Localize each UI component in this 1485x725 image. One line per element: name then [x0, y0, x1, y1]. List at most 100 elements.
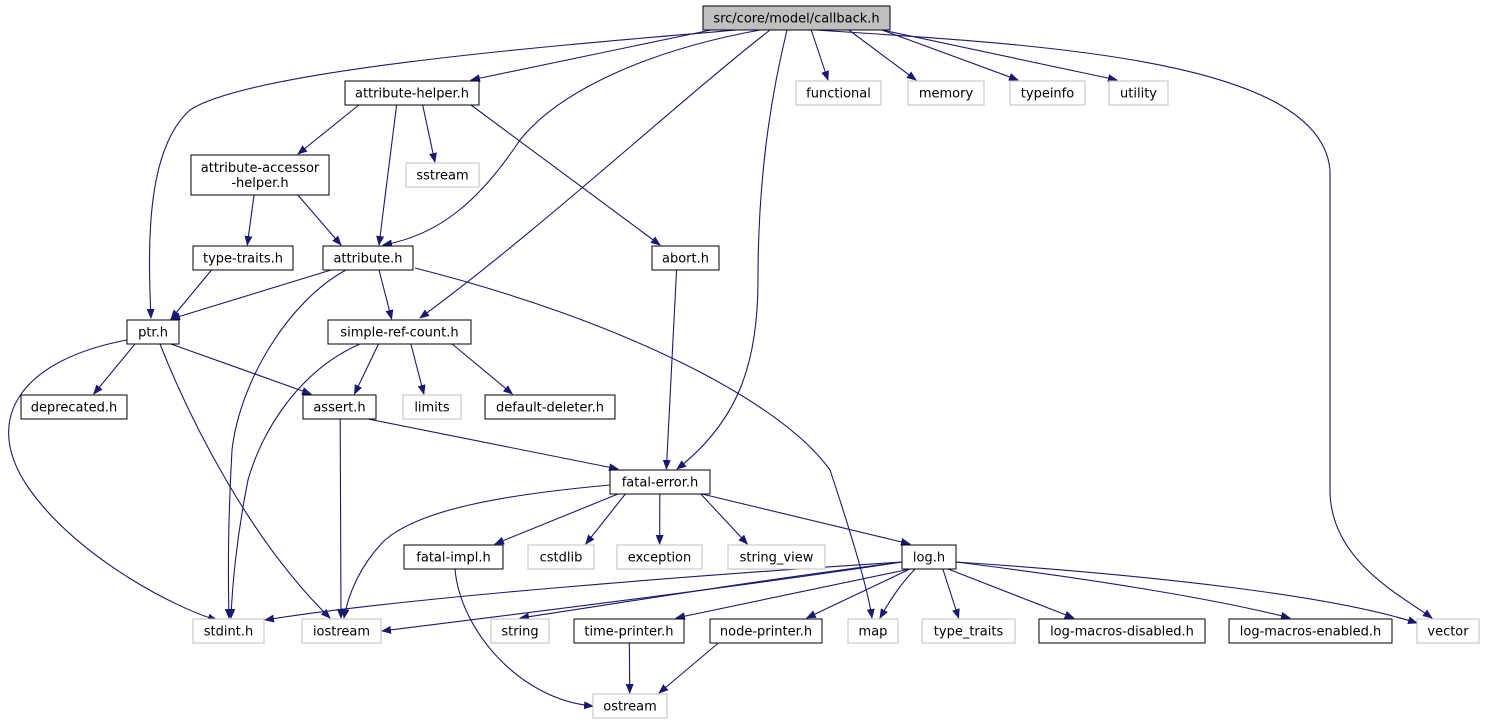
- node-log-macros-disabled[interactable]: log-macros-disabled.h: [1038, 618, 1206, 644]
- node-label: abort.h: [662, 252, 709, 267]
- node-label: type_traits: [934, 625, 1004, 640]
- node-box: [616, 544, 703, 570]
- edge-callback-to-typeinfo: [881, 29, 1019, 81]
- node-fatal-error[interactable]: fatal-error.h: [609, 469, 711, 495]
- node-abort[interactable]: abort.h: [651, 245, 720, 271]
- edge-callback-to-vector: [814, 29, 1433, 619]
- node-attribute-accessor-helper[interactable]: attribute-accessor-helper.h: [190, 154, 330, 196]
- node-label: log.h: [913, 551, 945, 566]
- node-ostream: ostream: [592, 693, 668, 719]
- node-label: ostream: [603, 700, 657, 715]
- node-callback[interactable]: src/core/model/callback.h: [702, 5, 891, 31]
- node-label: simple-ref-count.h: [340, 326, 458, 341]
- edge-fatal-error-to-cstdlib: [585, 493, 626, 545]
- node-box: [592, 693, 668, 719]
- node-label: log-macros-enabled.h: [1240, 625, 1381, 640]
- node-fatal-impl[interactable]: fatal-impl.h: [403, 544, 504, 570]
- edge-callback-to-functional: [810, 29, 829, 81]
- node-label: utility: [1120, 87, 1157, 102]
- node-assert[interactable]: assert.h: [302, 394, 377, 420]
- node-ptr[interactable]: ptr.h: [126, 319, 180, 345]
- node-log-macros-enabled[interactable]: log-macros-enabled.h: [1228, 618, 1393, 644]
- node-label: type-traits.h: [203, 252, 283, 267]
- node-label: attribute.h: [333, 252, 402, 267]
- node-node-printer[interactable]: node-printer.h: [709, 618, 823, 644]
- node-functional: functional: [795, 80, 882, 106]
- node-box: [1228, 618, 1393, 644]
- edge-assert-to-iostream: [336, 418, 345, 619]
- edge-attribute-to-ptr: [170, 269, 332, 321]
- node-label: typeinfo: [1021, 87, 1074, 102]
- node-label: exception: [628, 551, 692, 566]
- edge-log-to-map: [879, 568, 916, 619]
- node-box: [609, 469, 711, 495]
- node-box: [344, 80, 480, 106]
- edge-ptr-to-iostream: [159, 343, 331, 619]
- edge-abort-to-fatal-error: [662, 269, 678, 470]
- node-box: [1009, 80, 1086, 106]
- node-map: map: [847, 618, 899, 644]
- node-label: ptr.h: [138, 326, 168, 341]
- node-box: [322, 245, 414, 271]
- node-string: string: [490, 618, 550, 644]
- node-box: [192, 245, 294, 271]
- edge-simple-ref-count-to-limits: [410, 343, 426, 395]
- node-limits: limits: [402, 394, 462, 420]
- node-sstream: sstream: [405, 162, 480, 188]
- node-label: attribute-helper.h: [355, 87, 469, 102]
- node-label: iostream: [313, 625, 370, 640]
- node-box: [190, 154, 330, 196]
- node-label: -helper.h: [231, 176, 288, 191]
- node-string_view: string_view: [727, 544, 826, 570]
- edge-attribute-accessor-helper-to-attribute: [297, 194, 342, 246]
- node-box: [795, 80, 882, 106]
- node-attribute[interactable]: attribute.h: [322, 245, 414, 271]
- node-label: deprecated.h: [31, 401, 117, 416]
- edge-simple-ref-count-to-assert: [354, 343, 379, 395]
- edge-callback-to-fatal-error: [676, 29, 788, 470]
- edge-simple-ref-count-to-default-deleter: [451, 343, 514, 395]
- edge-simple-ref-count-to-stdint: [227, 343, 361, 619]
- edge-callback-to-simple-ref-count: [419, 29, 771, 319]
- node-box: [327, 319, 472, 345]
- node-time-printer[interactable]: time-printer.h: [573, 618, 685, 644]
- node-simple-ref-count[interactable]: simple-ref-count.h: [327, 319, 472, 345]
- node-box: [727, 544, 826, 570]
- node-box: [403, 544, 504, 570]
- node-label: sstream: [416, 169, 468, 184]
- node-stdint: stdint.h: [192, 618, 265, 644]
- edge-attribute-to-simple-ref-count: [378, 269, 394, 320]
- node-box: [1038, 618, 1206, 644]
- edge-fatal-error-to-log: [701, 493, 911, 546]
- node-label: stdint.h: [204, 625, 253, 640]
- node-exception: exception: [616, 544, 703, 570]
- edge-log-to-log-macros-disabled: [947, 568, 1075, 619]
- edge-attribute-helper-to-attribute-accessor-helper: [297, 104, 360, 155]
- edge-attribute-helper-to-sstream: [422, 104, 437, 163]
- edge-callback-to-attribute: [382, 29, 761, 248]
- node-log[interactable]: log.h: [901, 544, 957, 570]
- node-deprecated[interactable]: deprecated.h: [20, 394, 128, 420]
- edge-fatal-error-to-iostream: [341, 484, 611, 619]
- node-box: [484, 394, 616, 420]
- edge-ptr-to-stdint: [8, 339, 218, 622]
- edge-layer: [8, 29, 1433, 710]
- node-utility: utility: [1108, 80, 1169, 106]
- node-label: assert.h: [313, 401, 365, 416]
- node-box: [1416, 618, 1480, 644]
- edge-assert-to-fatal-error: [367, 418, 619, 472]
- node-default-deleter[interactable]: default-deleter.h: [484, 394, 616, 420]
- node-box: [192, 618, 265, 644]
- node-box: [490, 618, 550, 644]
- edge-log-to-iostream: [381, 561, 903, 634]
- node-label: functional: [806, 87, 871, 102]
- node-type_traits: type_traits: [921, 618, 1016, 644]
- node-attribute-helper[interactable]: attribute-helper.h: [344, 80, 480, 106]
- node-label: limits: [414, 401, 450, 416]
- edge-fatal-error-to-string_view: [700, 493, 749, 545]
- edge-type-traits-to-ptr: [170, 269, 212, 320]
- node-box: [702, 5, 891, 31]
- node-box: [302, 394, 377, 420]
- node-box: [402, 394, 462, 420]
- node-type-traits[interactable]: type-traits.h: [192, 245, 294, 271]
